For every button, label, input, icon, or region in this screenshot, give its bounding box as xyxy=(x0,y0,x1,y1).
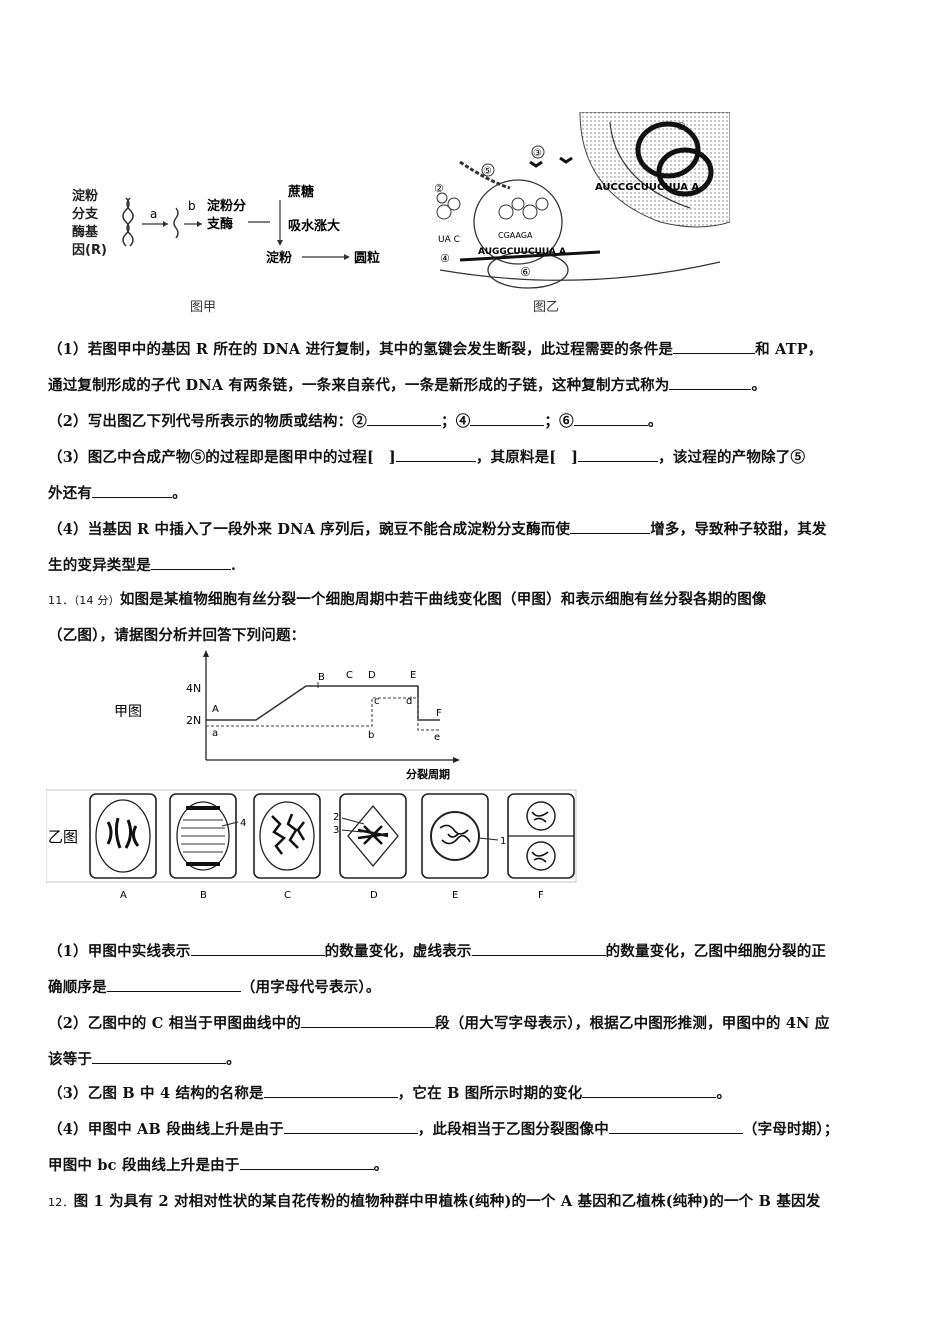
pt-A: A xyxy=(212,704,219,715)
pt-e: e xyxy=(434,732,440,743)
q11-stem-line1: 11．（14 分）如图是某植物细胞有丝分裂一个细胞周期中若干曲线变化图（甲图）和… xyxy=(48,591,767,608)
pt-E: E xyxy=(410,670,416,681)
cell-letter-B: B xyxy=(200,890,207,901)
q11-graph-jia: 甲图 4N 2N 分裂周期 A a B C D E F b c d e xyxy=(100,648,580,786)
pt-D: D xyxy=(368,670,376,681)
gene-label-2: 分支 xyxy=(72,206,99,222)
q10-part1-line2: 通过复制形成的子代 DNA 有两条链，一条来自亲代，一条是新形成的子链，这种复制… xyxy=(48,377,767,394)
caption-yi: 图乙 xyxy=(533,300,560,315)
ribosome-small-icon xyxy=(487,251,569,289)
q11-part4-line1: （4）甲图中 AB 段曲线上升是由于，此段相当于乙图分裂图像中（字母时期）； xyxy=(48,1121,839,1138)
cell-D: 2 3 xyxy=(333,793,407,879)
dashed-curve xyxy=(206,697,440,731)
x-axis-label: 分裂周期 xyxy=(406,767,450,781)
peptide-chain-icon xyxy=(459,160,511,190)
ribosome-large-icon xyxy=(473,179,563,265)
dna-helix-icon xyxy=(122,197,130,247)
q10-part2: （2）写出图乙下列代号所表示的物质或结构：②；④；⑥。 xyxy=(48,413,663,430)
pt-a: a xyxy=(212,728,218,739)
cells-title: 乙图 xyxy=(48,828,78,846)
graph-title: 甲图 xyxy=(114,704,142,720)
y-tick-4n: 4N xyxy=(186,682,201,695)
pt-d: d xyxy=(406,696,412,707)
cell-letter-A: A xyxy=(120,890,127,901)
anticodon: UA C xyxy=(438,235,460,245)
seq-top: AUCCGCUUCUUA A xyxy=(595,182,700,193)
seq-bottom: AUGGCUUCUUA A xyxy=(478,247,566,257)
mark-2: 2 xyxy=(333,812,339,823)
sucrose-label: 蔗糖 xyxy=(287,184,314,200)
cell-letter-C: C xyxy=(284,890,291,901)
mrna-icon xyxy=(173,207,179,239)
q11-part1-line2: 确顺序是（用字母代号表示）。 xyxy=(48,979,381,996)
water-label: 吸水涨大 xyxy=(288,218,340,234)
mrna-strand-icon xyxy=(459,250,601,262)
pt-F: F xyxy=(436,708,442,719)
label-n1: ① xyxy=(676,120,686,133)
q12-stem: 12．图 1 为具有 2 对相对性状的某自花传粉的植物种群中甲植株(纯种)的一个… xyxy=(48,1193,821,1210)
pt-C: C xyxy=(346,670,353,681)
starch-label: 淀粉 xyxy=(266,250,292,266)
mark-1: 1 xyxy=(500,836,506,847)
q10-part1-line1: （1）若图甲中的基因 R 所在的 DNA 进行复制，其中的氢键会发生断裂，此过程… xyxy=(48,341,823,358)
cell-F xyxy=(507,793,575,879)
pt-c: c xyxy=(374,696,380,707)
cell-C xyxy=(253,793,321,879)
q11-cells-yi: 乙图 4 2 3 xyxy=(45,786,586,906)
pt-B: B xyxy=(318,672,325,683)
label-n5: ⑤ xyxy=(483,166,492,177)
dna-helix-icon xyxy=(635,121,701,179)
arrow-a-label: a xyxy=(150,207,157,221)
enzyme-label-2: 支酶 xyxy=(206,216,233,232)
cell-letter-E: E xyxy=(452,890,458,901)
cell-letter-F: F xyxy=(538,890,544,901)
nucleus-icon xyxy=(579,111,731,228)
q10-part4-line2: 生的变异类型是. xyxy=(48,557,237,574)
gene-label-1: 淀粉 xyxy=(72,188,98,204)
q11-part3: （3）乙图 B 中 4 结构的名称是，它在 B 图所示时期的变化。 xyxy=(48,1085,732,1102)
cell-A xyxy=(89,793,157,879)
y-tick-2n: 2N xyxy=(186,714,201,727)
q11-part1-line1: （1）甲图中实线表示的数量变化，虚线表示的数量变化，乙图中细胞分裂的正 xyxy=(48,943,827,960)
q10-part3-line2: 外还有。 xyxy=(48,485,187,502)
mark-3: 3 xyxy=(333,825,339,836)
q11-part2-line2: 该等于。 xyxy=(48,1051,241,1068)
trna-icon xyxy=(436,192,549,220)
cell-letter-D: D xyxy=(370,890,378,901)
q11-part4-line2: 甲图中 bc 段曲线上升是由于。 xyxy=(48,1157,389,1174)
gene-label-4: 因(R) xyxy=(72,243,107,258)
q10-part3-line1: （3）图乙中合成产物⑤的过程即是图甲中的过程[ ]，其原料是[ ]，该过程的产物… xyxy=(48,449,806,466)
cell-E: 1 xyxy=(421,793,506,879)
q10-part4-line1: （4）当基因 R 中插入了一段外来 DNA 序列后，豌豆不能合成淀粉分支酶而使增… xyxy=(48,521,827,538)
caption-jia: 图甲 xyxy=(190,300,217,315)
mark-4: 4 xyxy=(240,818,246,829)
label-n6: ⑥ xyxy=(520,265,531,279)
arrow-b-label: b xyxy=(188,199,196,213)
gene-label-3: 酶基 xyxy=(72,224,99,240)
q11-part2-line1: （2）乙图中的 C 相当于甲图曲线中的段（用大写字母表示），根据乙中图形推测，甲… xyxy=(48,1015,830,1032)
codon-mid: CGAAGA xyxy=(498,231,533,240)
label-n4: ④ xyxy=(440,252,450,265)
q11-stem-line2: （乙图），请据图分析并回答下列问题： xyxy=(48,627,306,644)
cell-B: 4 xyxy=(169,793,246,879)
label-n3: ③ xyxy=(533,148,542,159)
pt-b: b xyxy=(368,730,374,741)
label-n2: ② xyxy=(434,182,444,195)
figure-yi-translation: ① AUCCGCUUCUUA A ⑥ AUGGCUUCUUA A ④ UA C … xyxy=(430,111,731,292)
solid-curve xyxy=(206,685,440,721)
figure-jia-gene-expression: 淀粉 分支 酶基 因(R) a b 淀粉分 支酶 蔗糖 吸水涨大 淀粉 圆粒 xyxy=(70,180,400,280)
enzyme-label-1: 淀粉分 xyxy=(207,198,246,214)
round-label: 圆粒 xyxy=(354,250,380,266)
